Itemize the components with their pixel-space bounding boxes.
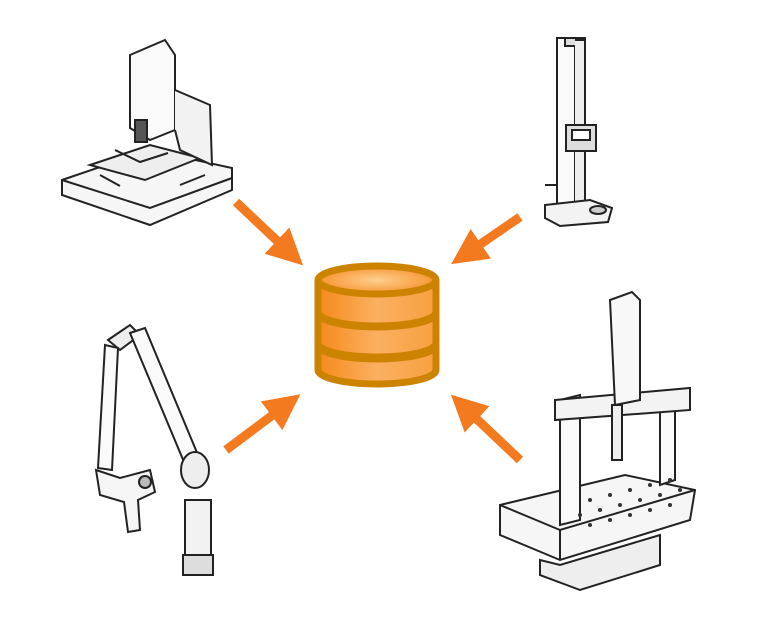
vision-measuring-machine-icon	[61, 38, 233, 227]
arrow-bottom-right	[450, 394, 524, 464]
arrow-top-left	[232, 198, 304, 266]
coordinate-measuring-machine-icon	[499, 290, 697, 592]
arrow-bottom-left	[223, 394, 301, 454]
height-gauge-icon	[544, 37, 614, 228]
portable-measuring-arm-icon	[94, 323, 214, 576]
database-icon	[314, 262, 440, 388]
arrows	[223, 198, 524, 464]
arrow-top-right	[451, 213, 523, 265]
